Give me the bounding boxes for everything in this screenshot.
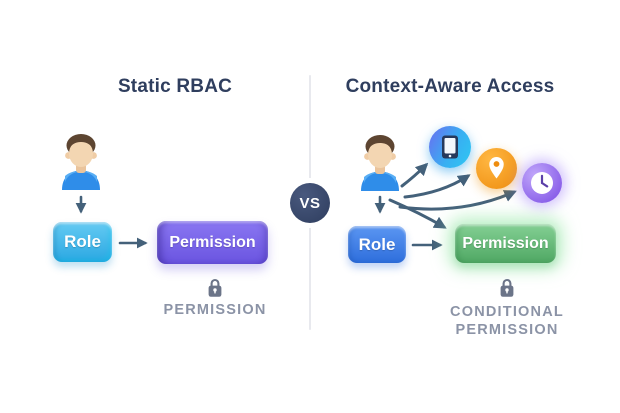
role-box-right: Role [348,226,406,263]
arrow-user-to-pin [403,174,471,199]
conditional-permission-caption-line2: PERMISSION [455,322,559,338]
permission-box-left: Permission [157,221,268,264]
location-pin-icon [476,148,517,189]
lock-icon [500,279,514,297]
tablet-glyph [442,135,458,159]
map-pin-glyph [489,157,504,179]
lock-icon [208,279,222,297]
arrow-user-to-permission [388,198,447,229]
permission-caption: PERMISSION [163,302,267,318]
permission-box-right: Permission [455,224,556,263]
permission-label: Permission [462,234,549,252]
arrow-user-to-clock [398,190,517,211]
user-avatar-icon [361,135,399,191]
conditional-permission-caption-line1: CONDITIONAL [450,304,564,320]
vs-badge: VS [290,183,330,223]
arrow-user-to-device [400,162,429,188]
clock-icon [522,163,562,203]
static-rbac-title: Static RBAC [117,76,233,97]
clock-glyph [531,172,553,194]
role-label: Role [358,234,396,254]
permission-label: Permission [169,233,256,251]
role-box-left: Role [53,222,112,262]
device-icon [429,126,471,168]
vs-label: VS [299,194,321,212]
role-label: Role [64,232,101,251]
user-avatar-icon [62,134,100,190]
context-aware-title: Context-Aware Access [345,76,555,97]
